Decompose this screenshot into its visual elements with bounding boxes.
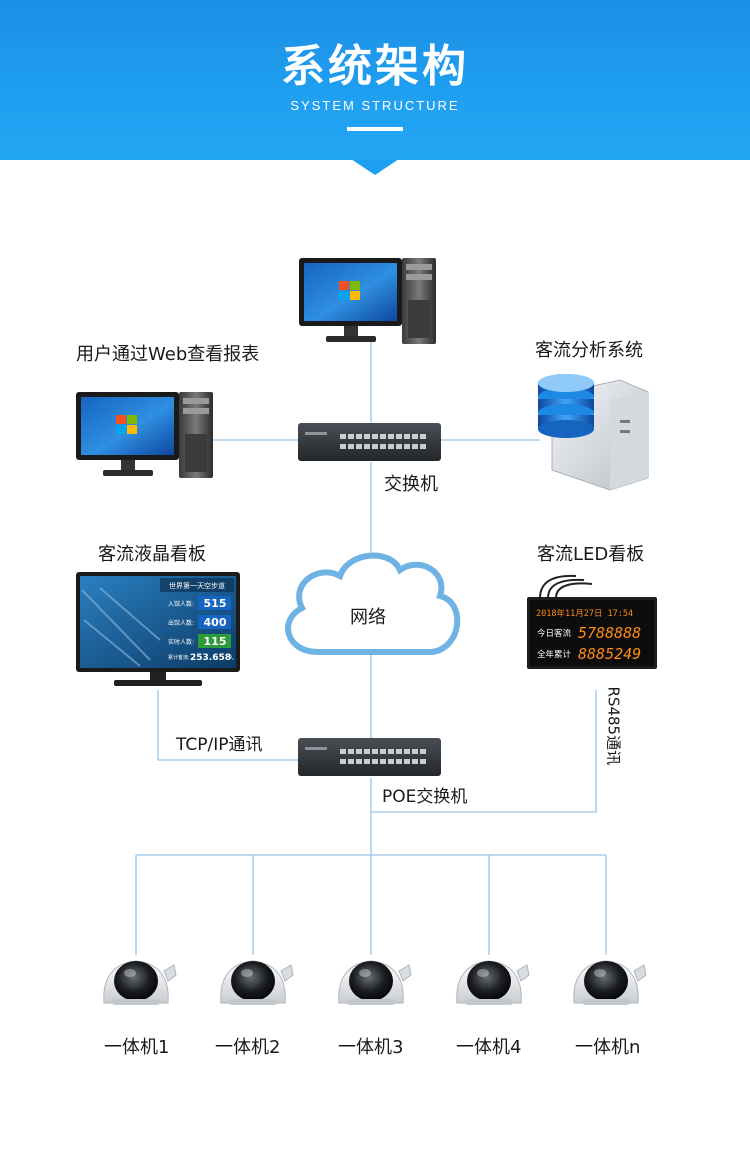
analysis-server [538, 374, 649, 491]
lcd-row-value: 400 [204, 616, 227, 629]
label-camera-n: 一体机n [575, 1037, 641, 1058]
lcd-total-unit: 人 [228, 655, 234, 662]
lcd-total-label: 累计客流: [168, 654, 190, 661]
lcd-row-label: 实时人数: [168, 638, 194, 646]
lcd-row-value: 115 [204, 635, 227, 648]
lcd-row-value: 515 [204, 597, 227, 610]
led-board: 2018年11月27日 17:54 今日客流 5788888 全年累计 8885… [527, 574, 657, 669]
header-notch [351, 159, 399, 175]
switch-ports [340, 434, 426, 449]
top-pc [299, 258, 436, 344]
page-title: 系统架构 [281, 41, 469, 92]
label-network: 网络 [350, 607, 386, 628]
label-camera-4: 一体机4 [456, 1037, 522, 1058]
led-date: 2018年11月27日 17:54 [536, 608, 633, 619]
label-web-user: 用户通过Web查看报表 [76, 344, 260, 365]
lcd-row-label: 入馆人数: [168, 600, 194, 608]
led-row1-label: 今日客流 [537, 628, 572, 639]
led-row2-value: 8885249 [578, 645, 641, 663]
label-led-board: 客流LED看板 [537, 544, 645, 565]
switch-poe [298, 738, 441, 776]
lcd-row-label: 出馆人数: [168, 619, 194, 627]
label-camera-1: 一体机1 [104, 1037, 170, 1058]
header-banner [0, 0, 750, 160]
network-cloud [285, 552, 461, 655]
label-tcpip: TCP/IP通讯 [176, 735, 263, 755]
label-rs485: RS485通讯 [603, 686, 625, 768]
lcd-heading: 世界第一天空步道 [169, 581, 225, 590]
camera-3 [338, 960, 412, 1005]
title-underline [347, 127, 403, 131]
switch-ports [340, 749, 426, 764]
lcd-total-value: 253.658 [190, 653, 231, 663]
left-pc [76, 392, 213, 478]
label-camera-3: 一体机3 [338, 1037, 404, 1058]
camera-4 [456, 960, 530, 1005]
label-rs485-text: RS485通讯 [604, 686, 623, 766]
label-poe-switch: POE交换机 [382, 787, 468, 807]
label-camera-2: 一体机2 [215, 1037, 281, 1058]
label-lcd-board: 客流液晶看板 [98, 544, 206, 565]
led-row1-value: 5788888 [578, 624, 641, 642]
switch-top [298, 423, 441, 461]
led-row2-label: 全年累计 [537, 649, 572, 660]
camera-n [573, 960, 647, 1005]
page-subtitle: SYSTEM STRUCTURE [290, 98, 460, 113]
label-analysis-system: 客流分析系统 [535, 340, 643, 361]
lcd-display: 世界第一天空步道 入馆人数: 出馆人数: 实时人数: 515 400 115 累… [76, 572, 240, 686]
label-switch: 交换机 [384, 474, 438, 495]
camera-1 [103, 960, 177, 1005]
camera-2 [220, 960, 294, 1005]
